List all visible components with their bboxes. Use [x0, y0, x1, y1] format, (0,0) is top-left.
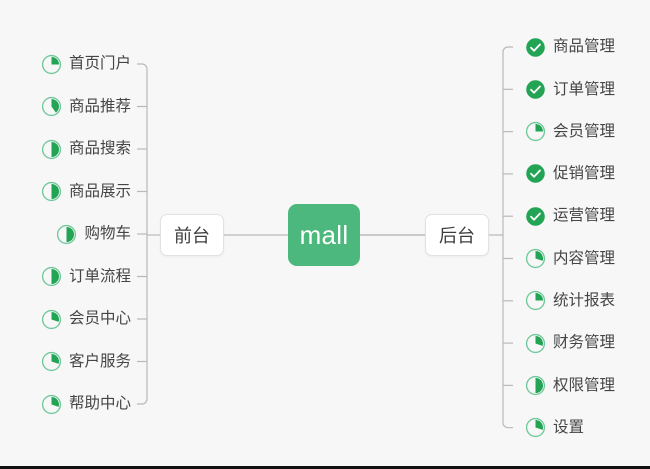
leaf-item[interactable]: 统计报表: [525, 288, 615, 314]
pie-progress-icon: [41, 139, 62, 159]
pie-progress-icon: [525, 291, 546, 311]
leaf-item-label: 订单管理: [553, 80, 616, 98]
pie-progress-icon: [41, 96, 62, 117]
root-node-mall[interactable]: mall: [288, 204, 360, 266]
leaf-item[interactable]: 商品搜索: [41, 136, 131, 162]
branch-node-label: 前台: [174, 226, 210, 246]
leaf-item-label: 客户服务: [68, 352, 131, 370]
leaf-item[interactable]: 内容管理: [525, 246, 615, 272]
leaf-item-label: 帮助中心: [68, 395, 131, 413]
leaf-item[interactable]: 帮助中心: [41, 391, 131, 417]
leaf-item-label: 商品搜索: [68, 140, 131, 158]
leaf-item[interactable]: 会员中心: [41, 306, 131, 332]
check-circle-icon: [526, 80, 545, 99]
leaf-item[interactable]: 客户服务: [41, 349, 131, 375]
leaf-item[interactable]: 权限管理: [525, 372, 615, 398]
pie-progress-icon: [525, 333, 546, 353]
pie-progress-icon: [41, 394, 62, 414]
leaf-item[interactable]: 订单管理: [525, 76, 615, 102]
check-circle-icon: [526, 37, 545, 57]
leaf-item-label: 统计报表: [553, 292, 616, 310]
leaf-item-label: 商品推荐: [68, 97, 131, 115]
leaf-item-label: 会员管理: [553, 122, 616, 140]
branch-node-label: 后台: [439, 226, 475, 246]
branch-node-backend[interactable]: 后台: [425, 214, 489, 256]
leaf-item[interactable]: 商品展示: [41, 179, 131, 205]
leaf-item[interactable]: 会员管理: [525, 119, 615, 145]
branch-node-frontend[interactable]: 前台: [160, 214, 224, 256]
pie-progress-icon: [525, 248, 546, 269]
check-circle-icon: [526, 206, 545, 226]
leaf-item-label: 运营管理: [553, 207, 616, 225]
pie-progress-icon: [41, 351, 62, 372]
leaf-item[interactable]: 订单流程: [41, 264, 131, 290]
leaf-item-label: 促销管理: [553, 165, 616, 183]
leaf-item[interactable]: 购物车: [56, 221, 131, 247]
leaf-item-label: 设置: [553, 418, 585, 436]
pie-progress-icon: [41, 309, 62, 329]
leaf-item-label: 会员中心: [68, 310, 131, 328]
leaf-item[interactable]: 促销管理: [525, 161, 615, 187]
leaf-item-label: 商品管理: [553, 38, 616, 56]
pie-progress-icon: [41, 181, 62, 202]
leaf-item-label: 权限管理: [553, 376, 616, 394]
leaf-item-label: 财务管理: [553, 334, 616, 352]
leaf-item-label: 订单流程: [68, 267, 131, 285]
leaf-item[interactable]: 运营管理: [525, 203, 615, 229]
pie-progress-icon: [525, 375, 546, 395]
pie-progress-icon: [525, 122, 546, 142]
pie-progress-icon: [57, 224, 77, 244]
leaf-item-label: 首页门户: [68, 55, 131, 73]
pie-progress-icon: [41, 266, 62, 287]
leaf-item[interactable]: 财务管理: [525, 330, 615, 356]
leaf-item[interactable]: 商品管理: [525, 34, 615, 60]
pie-progress-icon: [525, 418, 546, 438]
leaf-item[interactable]: 设置: [525, 415, 584, 441]
root-node-label: mall: [299, 219, 349, 250]
leaf-item[interactable]: 商品推荐: [41, 94, 131, 120]
check-circle-icon: [526, 164, 545, 184]
leaf-item-label: 内容管理: [553, 249, 616, 267]
leaf-item-label: 购物车: [84, 225, 131, 243]
leaf-item[interactable]: 首页门户: [41, 51, 131, 77]
pie-progress-icon: [41, 54, 62, 74]
leaf-item-label: 商品展示: [68, 182, 131, 200]
